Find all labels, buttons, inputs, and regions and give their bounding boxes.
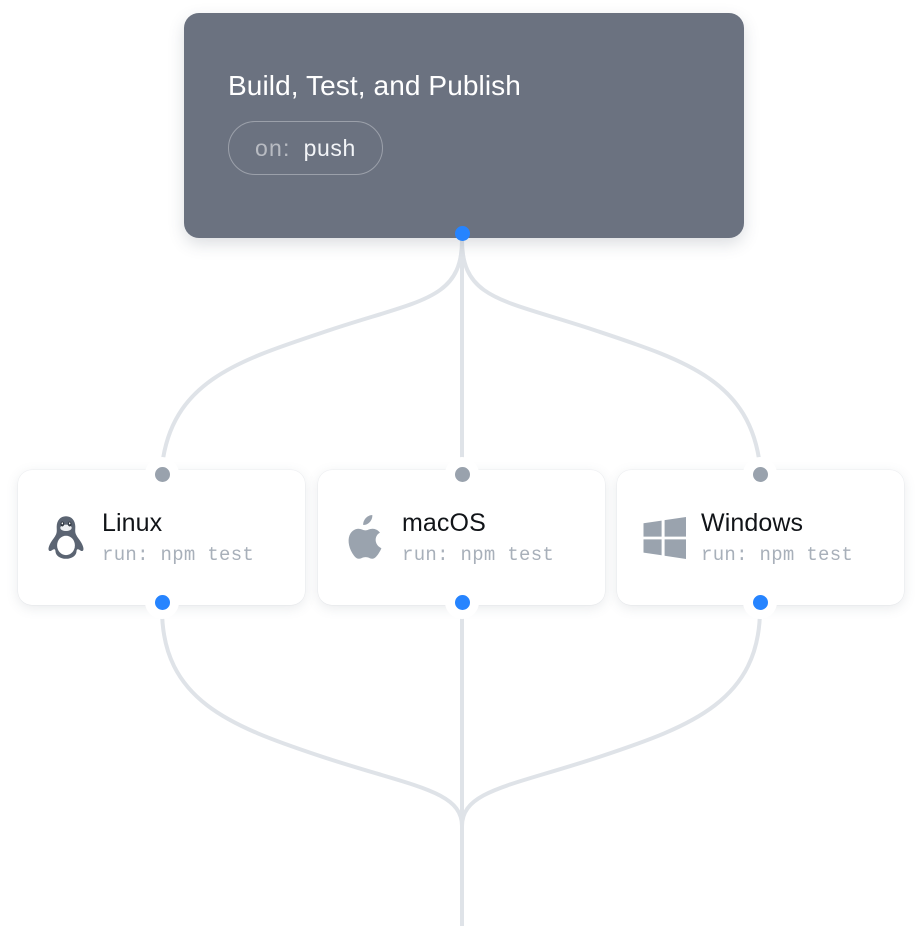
linux-source-handle[interactable] <box>154 594 170 610</box>
edge-windows-to-merge <box>460 607 762 828</box>
job-name-linux: Linux <box>102 508 163 537</box>
job-text-windows: Windows run: npm test <box>701 509 853 567</box>
job-text-linux: Linux run: npm test <box>102 509 254 567</box>
macos-target-handle[interactable] <box>454 466 470 482</box>
job-command-linux: run: npm test <box>102 543 255 566</box>
trigger-node[interactable]: Build, Test, and Publish on: push <box>184 13 744 238</box>
edge-trigger-to-linux <box>160 238 464 468</box>
job-node-windows[interactable]: Windows run: npm test <box>617 470 904 605</box>
penguin-icon <box>40 511 92 565</box>
edge-trigger-to-windows <box>460 238 762 468</box>
windows-icon <box>639 511 691 565</box>
trigger-event-key: on: <box>255 134 291 161</box>
job-name-macos: macOS <box>402 508 486 537</box>
apple-icon <box>340 511 392 565</box>
job-text-macos: macOS run: npm test <box>402 509 554 567</box>
trigger-event-value: push <box>303 134 356 161</box>
job-command-macos: run: npm test <box>402 543 555 566</box>
trigger-title: Build, Test, and Publish <box>228 70 521 101</box>
job-name-windows: Windows <box>701 508 804 537</box>
linux-target-handle[interactable] <box>154 466 170 482</box>
job-node-macos[interactable]: macOS run: npm test <box>318 470 605 605</box>
macos-source-handle[interactable] <box>454 594 470 610</box>
trigger-source-handle[interactable] <box>454 225 470 241</box>
edge-linux-to-merge <box>160 607 464 828</box>
windows-target-handle[interactable] <box>752 466 768 482</box>
windows-source-handle[interactable] <box>752 594 768 610</box>
trigger-event-pill[interactable]: on: push <box>228 121 383 175</box>
job-node-linux[interactable]: Linux run: npm test <box>18 470 305 605</box>
job-command-windows: run: npm test <box>701 543 854 566</box>
